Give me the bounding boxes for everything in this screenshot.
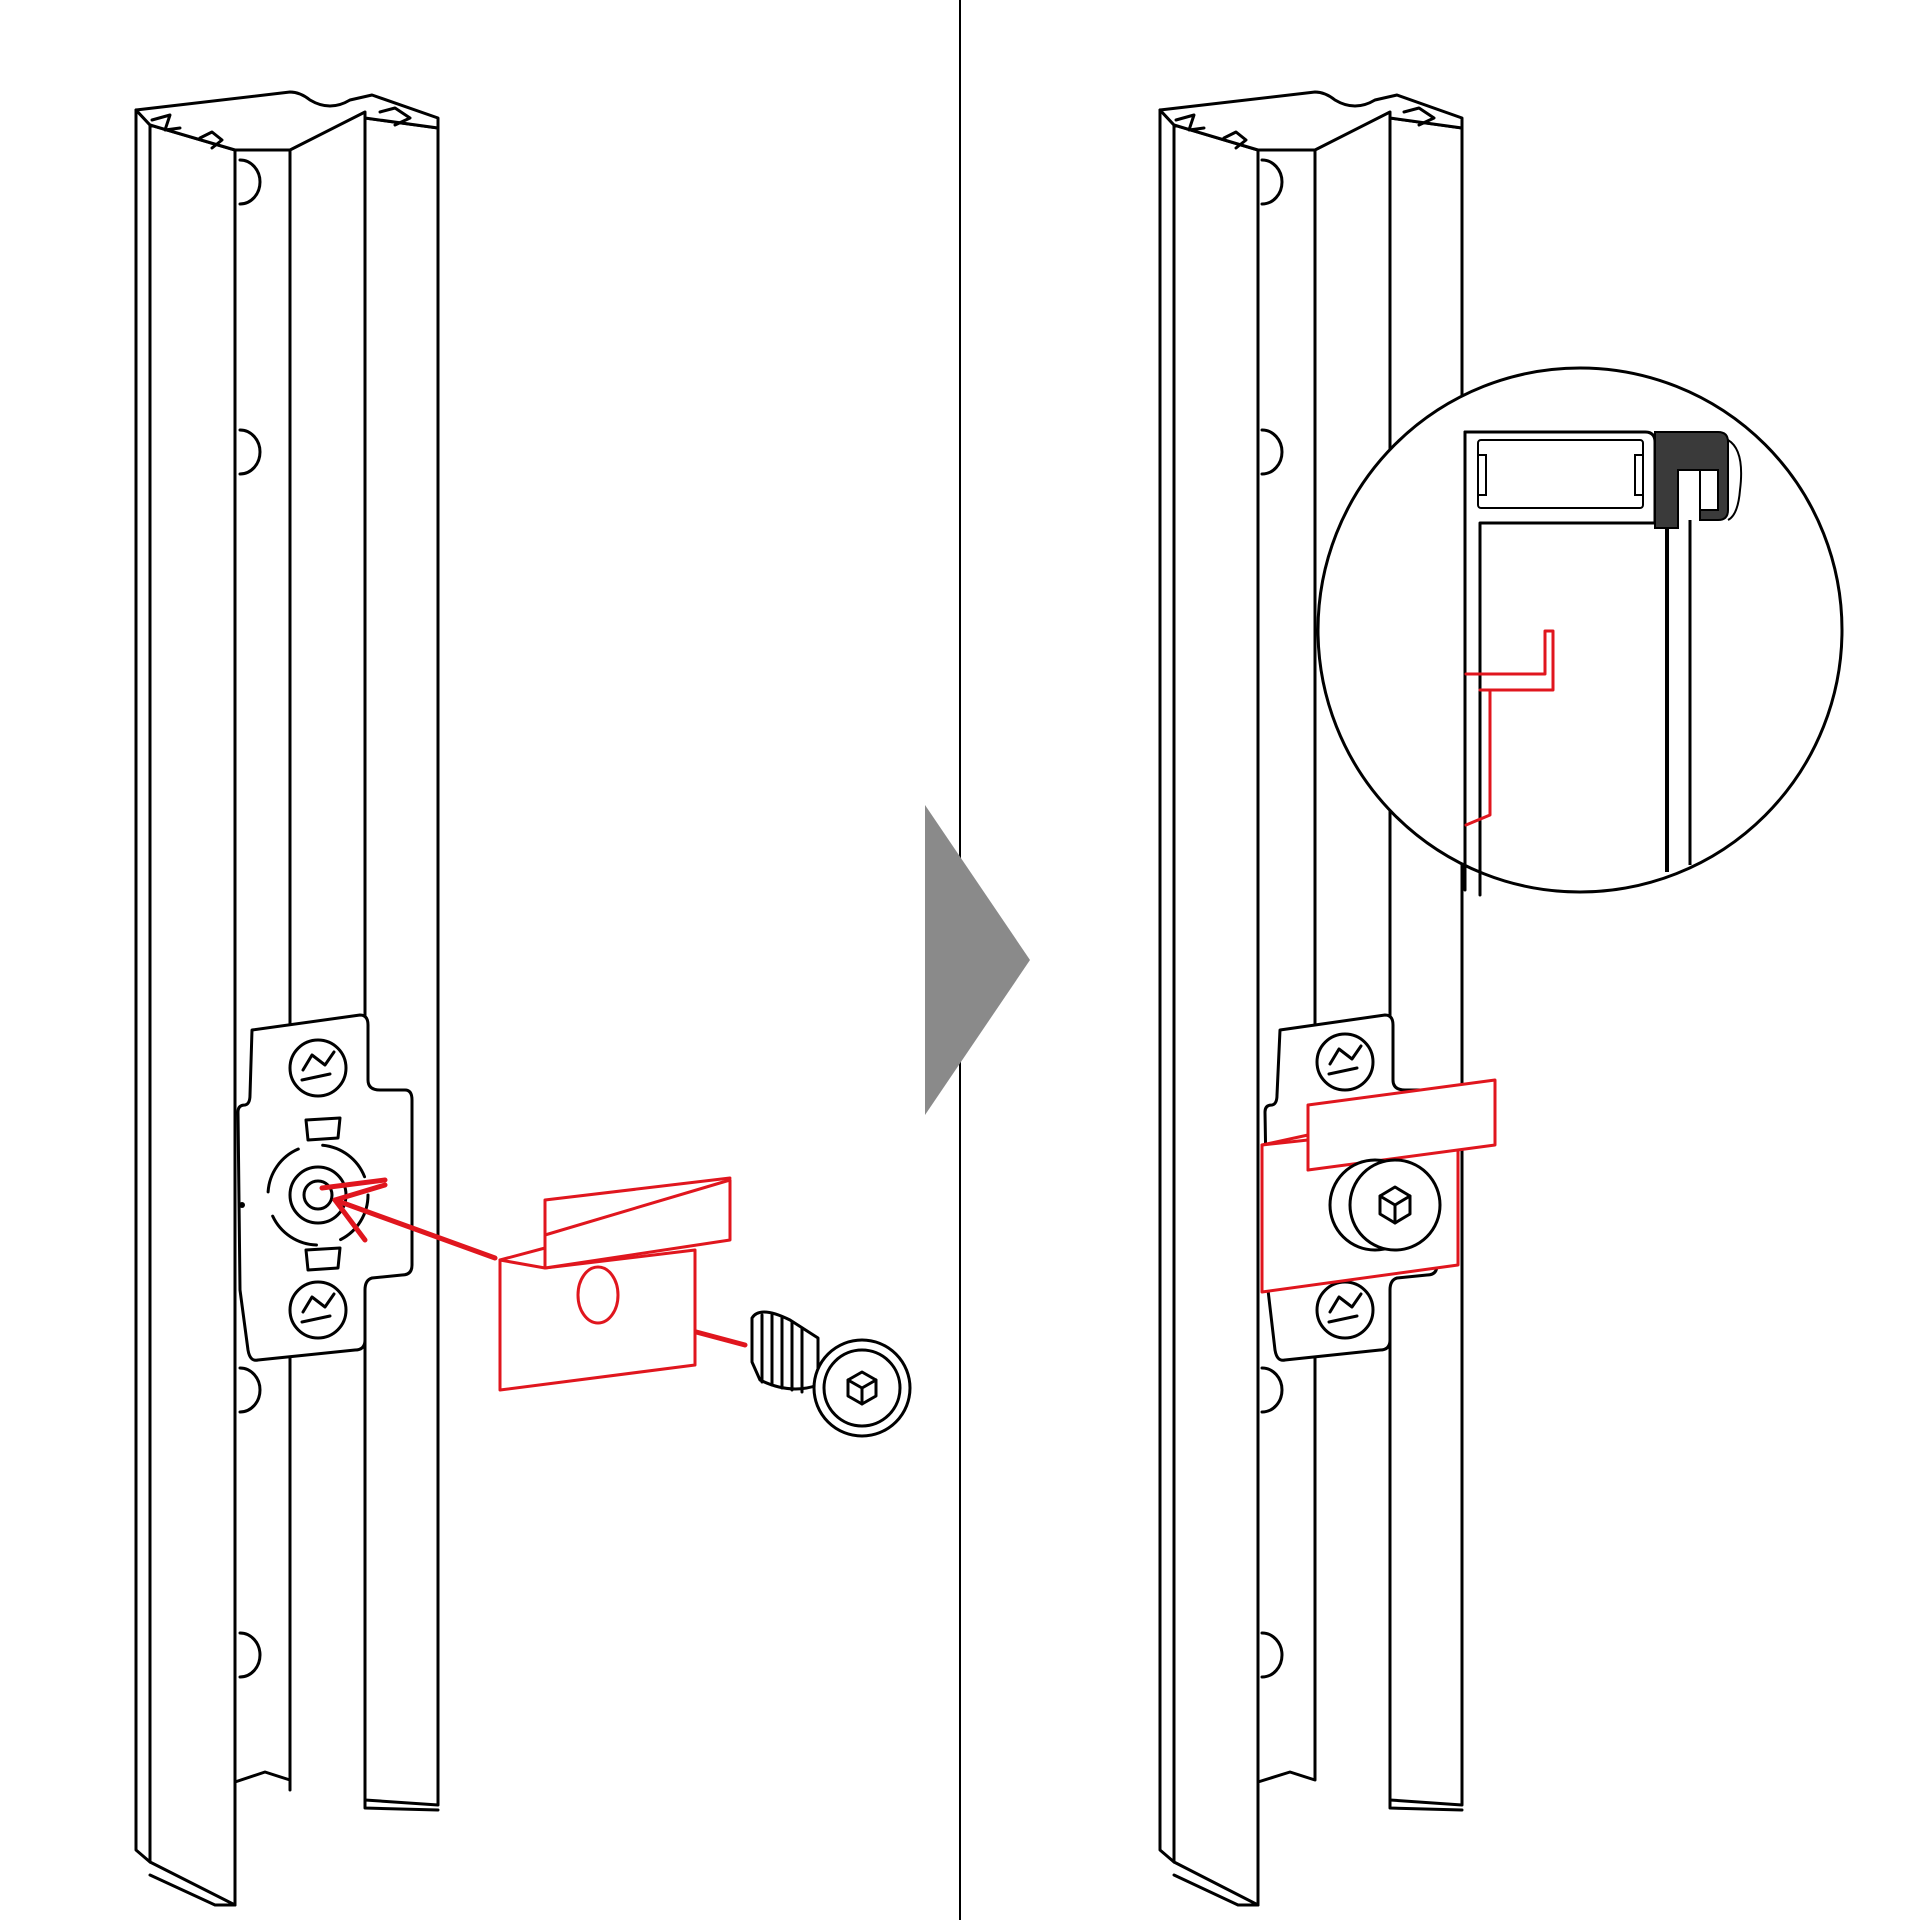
profile-left <box>134 90 440 1907</box>
cam-indicator-top <box>304 1116 342 1142</box>
profile-right-web <box>1256 148 1317 1784</box>
detail-bracket-section <box>1464 629 1555 827</box>
profile-hole <box>1260 1366 1284 1414</box>
profile-hole <box>238 1631 262 1679</box>
plate-screw-top <box>1315 1032 1375 1092</box>
detail-magnifier <box>1316 366 1844 897</box>
panel-before <box>134 90 912 1907</box>
plate-screw-bottom <box>1315 1280 1375 1340</box>
bracket-before-top <box>543 1178 732 1270</box>
profile-left-web <box>233 148 292 1784</box>
cam-indicator-bottom <box>304 1246 342 1272</box>
profile-right-right-rail <box>1388 116 1464 1807</box>
panel-after <box>1158 90 1844 1907</box>
profile-right <box>1158 90 1464 1907</box>
profile-hole <box>238 428 262 476</box>
profile-hole <box>1260 428 1284 476</box>
mounting-plate-left <box>236 1013 414 1362</box>
profile-hole <box>238 158 262 206</box>
installed-screw <box>1328 1158 1442 1252</box>
bracket-before-hole <box>576 1265 620 1325</box>
profile-right-channel <box>1172 123 1260 1907</box>
bracket-before-front <box>498 1248 697 1392</box>
profile-hole <box>1260 158 1284 206</box>
profile-left-right-rail <box>363 116 440 1807</box>
profile-hole <box>238 1366 262 1414</box>
profile-left-top <box>134 90 440 152</box>
profile-left-channel <box>148 123 237 1907</box>
step-arrow-icon <box>925 805 1030 1115</box>
profile-right-top <box>1158 90 1464 152</box>
profile-right-outer-edge <box>1158 108 1176 1864</box>
cam-dial <box>266 1143 370 1247</box>
bracket-before <box>498 1176 732 1392</box>
profile-left-outer-edge <box>134 108 152 1864</box>
plate-screw-bottom <box>288 1280 348 1340</box>
hex-socket-screw <box>750 1310 912 1438</box>
plate-screw-top <box>288 1038 348 1098</box>
cam-center <box>288 1165 348 1225</box>
profile-hole <box>1260 1631 1284 1679</box>
